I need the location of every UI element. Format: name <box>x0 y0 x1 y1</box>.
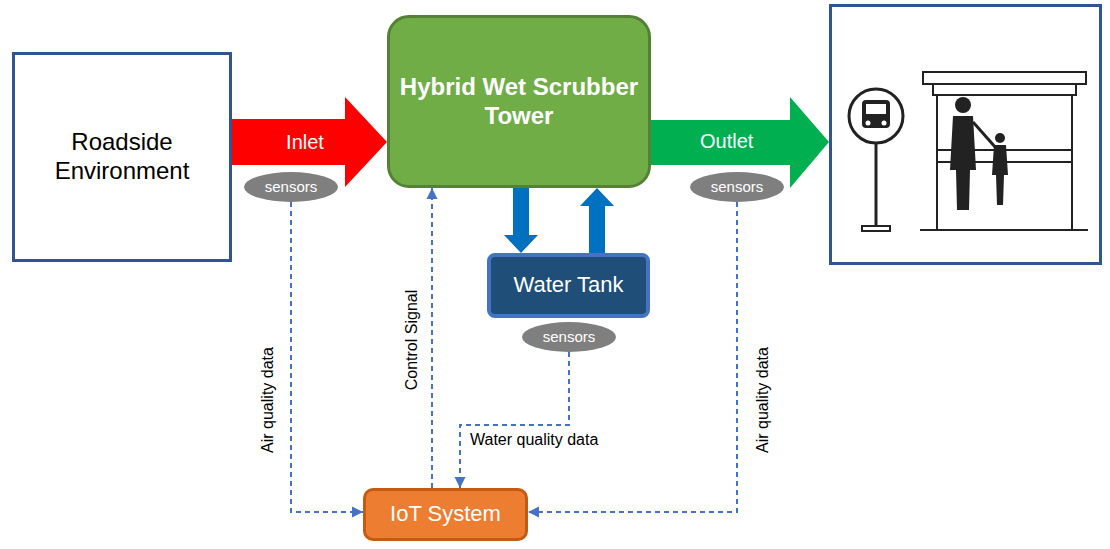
node-text: sensors <box>543 328 596 346</box>
flow-arrow <box>580 188 614 253</box>
tank-box: Water Tank <box>487 253 650 318</box>
sensor-ellipse: sensors <box>690 172 784 202</box>
node-text: sensors <box>711 178 764 196</box>
signal-line <box>460 352 569 488</box>
node-text: IoT System <box>390 501 501 527</box>
connector <box>528 202 737 518</box>
connector <box>504 188 538 253</box>
edge-label: Inlet <box>286 131 324 154</box>
sensor-ellipse: sensors <box>244 172 338 202</box>
bus-stop-frame <box>831 6 1101 264</box>
node-text: Roadside Environment <box>23 128 221 186</box>
environment-box: Roadside Environment <box>12 52 232 262</box>
edge-label: Air quality data <box>754 347 772 453</box>
arrow-head <box>455 477 466 488</box>
signal-line <box>431 188 433 488</box>
edge-label: Air quality data <box>259 347 277 453</box>
connector <box>455 352 570 488</box>
signal-line <box>528 202 737 512</box>
node-text: Water Tank <box>513 272 623 298</box>
node-text: Hybrid Wet Scrubber Tower <box>398 73 640 131</box>
connector <box>291 202 363 518</box>
arrow-head <box>352 507 363 518</box>
scrubber-box: Hybrid Wet Scrubber Tower <box>387 15 651 188</box>
iot-box: IoT System <box>363 488 528 541</box>
connector <box>580 188 614 253</box>
node-text: sensors <box>265 178 318 196</box>
connector <box>427 188 438 488</box>
signal-line <box>291 202 363 512</box>
flow-arrow <box>504 188 538 253</box>
arrow-head <box>528 507 539 518</box>
edge-label: Water quality data <box>470 431 598 449</box>
bus-stop-picture <box>849 72 1088 231</box>
outlet-label: Outlet <box>700 130 753 153</box>
arrow-head <box>427 188 438 199</box>
edge-label: Control Signal <box>403 290 421 391</box>
sensor-ellipse: sensors <box>522 322 616 352</box>
